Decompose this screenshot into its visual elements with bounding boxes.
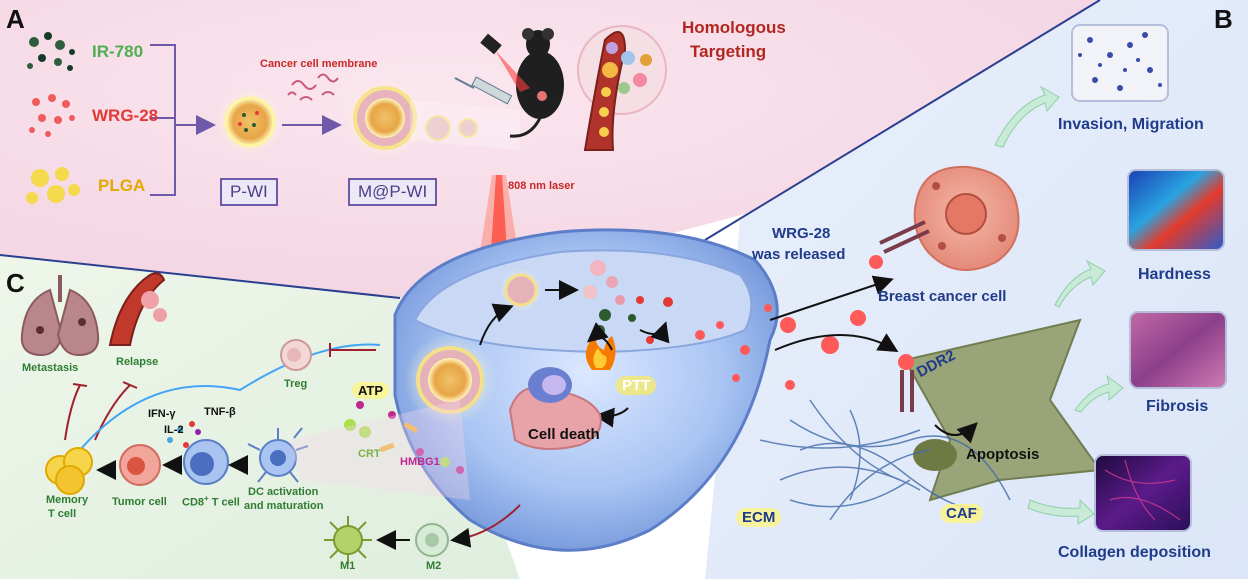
- panel-b-letter: B: [1214, 4, 1233, 34]
- relapse-label: Relapse: [116, 356, 159, 368]
- damp-molecules-icon: [344, 401, 464, 474]
- syringe-icon: [454, 76, 513, 105]
- divider-line: [0, 254, 401, 299]
- atp-label: ATP: [352, 382, 390, 399]
- wrg28-released-label-2: was released: [752, 246, 846, 263]
- inhibit-line: [64, 384, 81, 441]
- apoptosis-label: Apoptosis: [966, 446, 1040, 463]
- membrane-fragments-icon: [287, 73, 339, 101]
- caf-label: CAF: [940, 504, 983, 523]
- cd8-t-cell-label: CD8+ T cell: [182, 494, 240, 509]
- fibrosis-label: Fibrosis: [1146, 398, 1209, 415]
- p-wi-nanoparticle-icon: [224, 96, 276, 148]
- breast-cancer-cell-icon: [913, 165, 1020, 271]
- nanoparticle-small-icon: [504, 273, 538, 307]
- ptt-label: PTT: [616, 376, 657, 395]
- panel-a-background: [0, 0, 1100, 300]
- hardness-label: Hardness: [1138, 266, 1211, 283]
- panel-a-letter: A: [6, 4, 25, 34]
- m1-macrophage-icon: [324, 516, 372, 564]
- crt-label: CRT: [358, 448, 381, 460]
- il2-label: IL-2: [164, 424, 184, 436]
- m-p-wi-label: M@P-WI: [348, 178, 438, 206]
- laser-label: 808 nm laser: [508, 180, 575, 192]
- ir780-label: IR-780: [92, 42, 144, 61]
- bracket-line: [150, 44, 176, 196]
- arrow-to-caf: [774, 333, 899, 353]
- arrow-to-cancer-cell: [769, 275, 894, 321]
- tnf-label: TNF-β: [204, 406, 236, 418]
- ir780-dots-icon: [27, 32, 75, 71]
- plga-dots-icon: [26, 167, 80, 204]
- targeting-label: Targeting: [690, 42, 767, 61]
- divider-line: [704, 0, 1101, 241]
- green-arrows-icon: [994, 85, 1124, 525]
- memory-label-2: T cell: [48, 508, 77, 520]
- tumor-cell-bowl-icon: [393, 228, 779, 552]
- breast-cancer-cell-label: Breast cancer cell: [878, 288, 1007, 305]
- fibrosis-image: [1129, 311, 1227, 389]
- panel-c-letter: C: [6, 268, 25, 298]
- memory-t-cell-icon: [45, 447, 93, 495]
- collagen-deposition-label: Collagen deposition: [1058, 544, 1211, 561]
- wrg28-released-label-1: WRG-28: [772, 225, 831, 242]
- p-wi-label: P-WI: [220, 178, 278, 206]
- dc-cell-icon: [247, 427, 309, 483]
- memory-label-1: Memory: [46, 494, 89, 506]
- dc-activation-label-2: and maturation: [244, 500, 324, 512]
- ifn-label: IFN-γ: [148, 408, 176, 420]
- small-particle-icon: [458, 118, 478, 138]
- ddr2-receptor-icon: [898, 354, 914, 412]
- small-particle-icon: [425, 115, 451, 141]
- mouse-icon: [509, 28, 564, 138]
- metastasis-label: Metastasis: [22, 362, 79, 374]
- homologous-label: Homologous: [682, 18, 786, 37]
- cytokines-icon: [167, 421, 201, 448]
- m2-macrophage-icon: [415, 523, 449, 557]
- collagen-image: [1094, 454, 1192, 532]
- tumor-cell-label: Tumor cell: [112, 496, 167, 508]
- treg-cell-icon: [280, 339, 312, 371]
- invasion-migration-label: Invasion, Migration: [1058, 116, 1204, 133]
- m2-label: M2: [426, 560, 442, 572]
- dying-cell-icon: [508, 367, 602, 450]
- wrg28-label: WRG-28: [92, 106, 159, 125]
- relapse-vessel-icon: [108, 272, 167, 346]
- wrg28-release-dots-icon: [695, 304, 866, 390]
- cell-death-label: Cell death: [528, 426, 600, 443]
- caf-cell-icon: [903, 318, 1102, 502]
- hardness-image: [1127, 169, 1225, 251]
- m1-label: M1: [340, 560, 356, 572]
- treg-label: Treg: [284, 378, 308, 390]
- wrg28-dots-icon: [29, 94, 75, 137]
- lungs-icon: [20, 275, 100, 357]
- tumor-tissue-icon: [577, 25, 667, 151]
- laser-device-icon: [480, 33, 530, 92]
- panel-b-background: [705, 0, 1248, 579]
- ecm-label: ECM: [736, 508, 782, 527]
- hmgb1-label: HMBG1: [400, 456, 440, 468]
- receptor-icon: [869, 220, 930, 269]
- uptake-arrow: [479, 303, 514, 346]
- cancer-cell-membrane-label: Cancer cell membrane: [260, 58, 378, 70]
- tumor-cell-icon: [119, 444, 161, 486]
- cd8-t-cell-icon: [183, 439, 229, 485]
- plga-label: PLGA: [98, 176, 146, 195]
- dc-activation-label-1: DC activation: [248, 486, 319, 498]
